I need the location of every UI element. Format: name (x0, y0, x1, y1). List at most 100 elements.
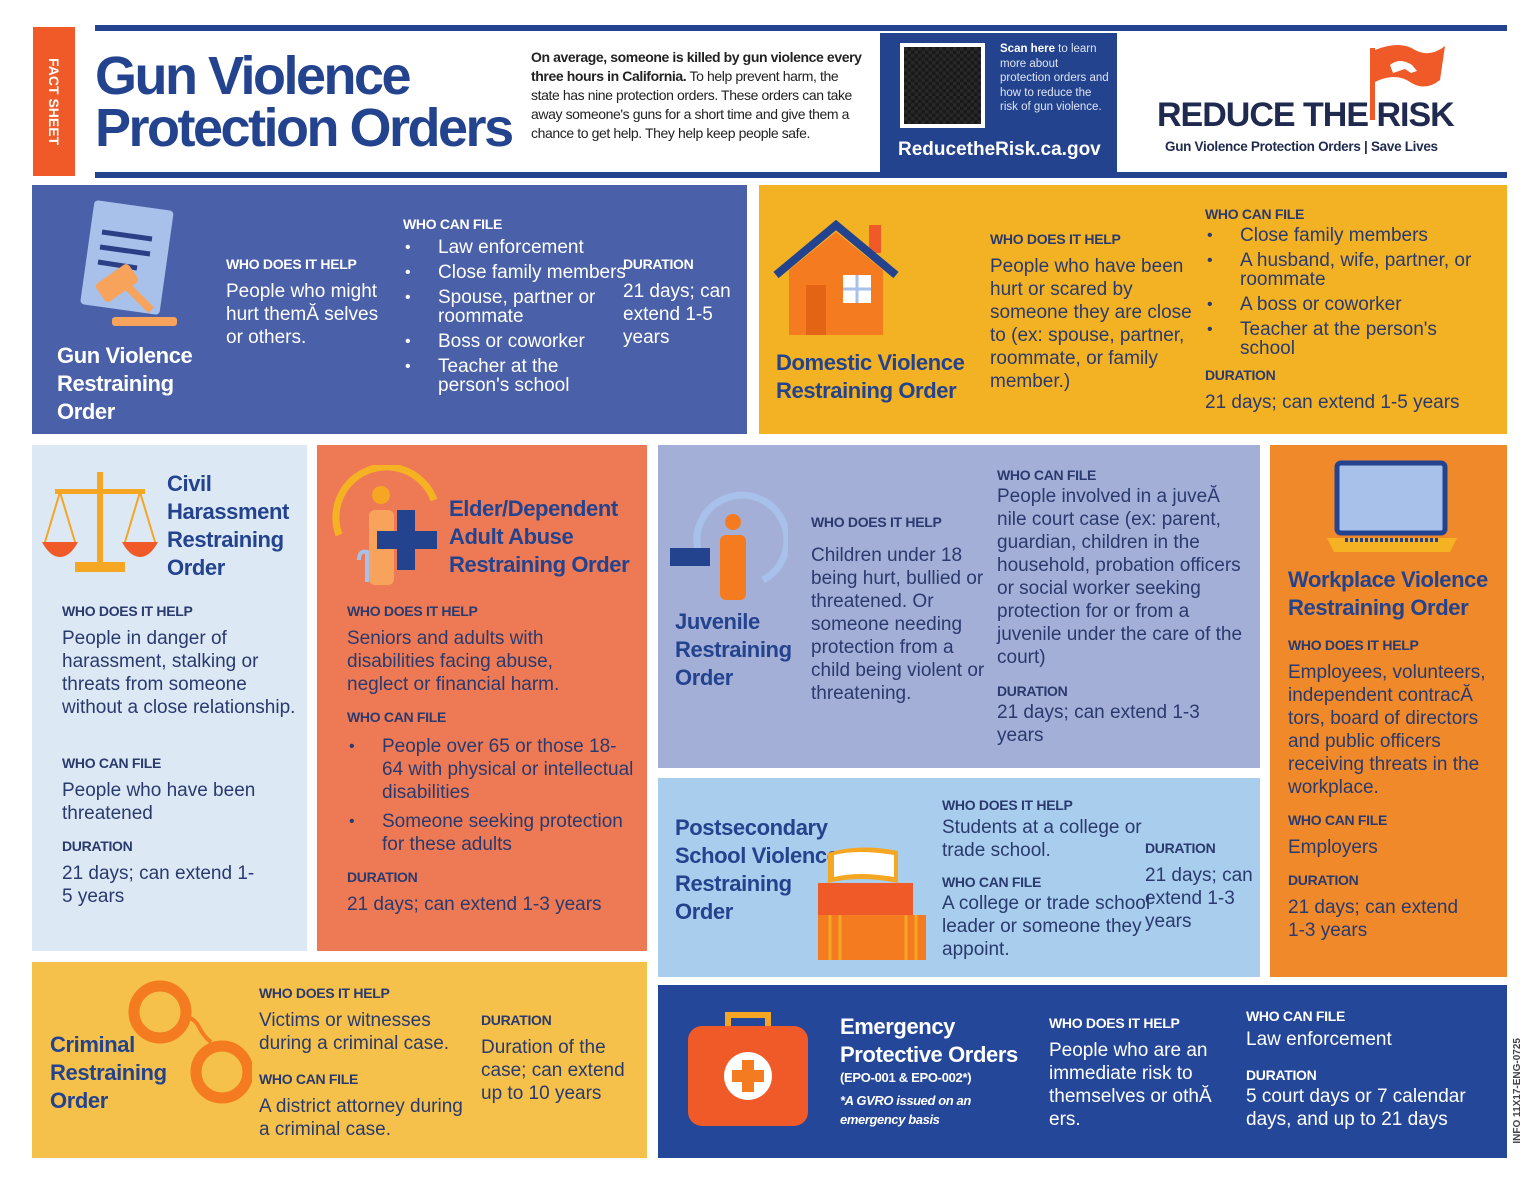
postsecondary-file-text: A college or trade school leader or some… (942, 893, 1151, 960)
postsecondary-help-heading: WHO DOES IT HELP (942, 797, 1073, 813)
epo-codes: (EPO-001 & EPO-002*) (840, 1070, 972, 1085)
handcuffs-icon (128, 980, 252, 1104)
workplace-duration-heading: DURATION (1288, 872, 1359, 888)
epo-duration-heading: DURATION (1246, 1067, 1317, 1083)
gvro-duration-heading: DURATION (623, 256, 694, 272)
civil-help-text: People in danger of harassment, stalking… (62, 628, 296, 718)
juvenile-duration-text: 21 days; can extend 1-3 years (997, 702, 1200, 746)
juvenile-icon (670, 491, 788, 600)
logo-subtitle: Gun Violence Protection Orders | Save Li… (1165, 139, 1438, 154)
elder-help-heading: WHO DOES IT HELP (347, 603, 478, 619)
list-item: Spouse, partner or roommate (403, 288, 628, 326)
logo-sub-1: Gun Violence Protection Orders (1165, 139, 1361, 154)
laptop-icon (1327, 460, 1457, 552)
criminal-duration-text: Duration of the case; can extend up to 1… (481, 1037, 625, 1104)
civil-help-heading: WHO DOES IT HELP (62, 603, 193, 619)
house-icon (773, 220, 899, 335)
intro-text: On average, someone is killed by gun vio… (531, 48, 866, 143)
list-item: Law enforcement (403, 238, 628, 257)
juvenile-help-heading: WHO DOES IT HELP (811, 514, 942, 530)
list-item: A husband, wife, partner, or roommate (1205, 251, 1495, 289)
gvro-duration-text: 21 days; can extend 1-5 years (623, 281, 731, 348)
postsecondary-title: Postsecondary School Violence Restrainin… (675, 815, 839, 924)
epo-panel: Emergency Protective Orders (EPO-001 & E… (658, 985, 1507, 1158)
logo-sub-2: Save Lives (1370, 139, 1438, 154)
postsecondary-help-text: Students at a college or trade school. (942, 817, 1142, 861)
epo-file-text: Law enforcement (1246, 1029, 1392, 1050)
workplace-help-heading: WHO DOES IT HELP (1288, 637, 1419, 653)
epo-help-heading: WHO DOES IT HELP (1049, 1015, 1180, 1031)
intro-bold: On average, someone is killed by gun vio… (531, 49, 862, 84)
scan-rest: to learn more about protection orders an… (1000, 43, 1109, 113)
list-item: Close family members (1205, 226, 1495, 245)
list-item: A boss or coworker (1205, 295, 1495, 314)
dvro-title: Domestic Violence Restraining Order (776, 350, 965, 403)
list-item: Boss or coworker (403, 332, 628, 351)
qr-panel: Scan here to learn more about protection… (880, 33, 1117, 175)
epo-duration-text: 5 court days or 7 calendar days, and up … (1246, 1086, 1466, 1130)
juvenile-help-text: Children under 18 being hurt, bullied or… (811, 545, 985, 704)
fact-sheet-tab: FACT SHEET (33, 27, 75, 176)
scan-text: Scan here to learn more about protection… (1000, 42, 1110, 115)
civil-file-heading: WHO CAN FILE (62, 755, 162, 771)
header-top-rule (95, 25, 1507, 31)
list-item: Teacher at the person's school (403, 357, 628, 395)
elder-help-text: Seniors and adults with disabilities fac… (347, 628, 560, 695)
workplace-file-heading: WHO CAN FILE (1288, 812, 1388, 828)
workplace-panel: Workplace Violence Restraining Order WHO… (1270, 445, 1507, 977)
qr-code-icon[interactable] (900, 43, 985, 128)
postsecondary-panel: Postsecondary School Violence Restrainin… (658, 778, 1260, 977)
juvenile-title: Juvenile Restraining Order (675, 609, 792, 690)
title-line-2: Protection Orders (95, 98, 514, 158)
list-item: Someone seeking protection for these adu… (347, 810, 637, 856)
elder-duration-heading: DURATION (347, 869, 418, 885)
civil-file-text: People who have been threatened (62, 780, 256, 824)
criminal-title: Criminal Restraining Order (50, 1032, 167, 1113)
dvro-file-list: Close family members A husband, wife, pa… (1205, 226, 1495, 364)
first-aid-kit-icon (688, 1012, 808, 1126)
list-item: People over 65 or those 18-64 with physi… (347, 735, 637, 804)
criminal-duration-heading: DURATION (481, 1012, 552, 1028)
website-link[interactable]: ReducetheRisk.ca.gov (898, 139, 1101, 160)
dvro-help-heading: WHO DOES IT HELP (990, 231, 1121, 247)
gvro-title: Gun Violence Restraining Order (57, 343, 193, 424)
flag-icon (1370, 45, 1445, 120)
dvro-file-heading: WHO CAN FILE (1205, 206, 1305, 222)
elder-panel: Elder/Dependent Adult Abuse Restraining … (317, 445, 647, 951)
scan-bold: Scan here (1000, 43, 1055, 55)
elder-file-heading: WHO CAN FILE (347, 709, 447, 725)
list-item: Teacher at the person's school (1205, 320, 1495, 358)
civil-title: Civil Harassment Restraining Order (167, 471, 289, 580)
dvro-duration-text: 21 days; can extend 1-5 years (1205, 392, 1460, 413)
juvenile-duration-heading: DURATION (997, 683, 1068, 699)
workplace-help-text: Employees, volunteers, independent contr… (1288, 662, 1486, 798)
workplace-file-text: Employers (1288, 837, 1378, 858)
books-icon (818, 847, 926, 960)
gvro-help-text: People who might hurt themĂ selves or ot… (226, 281, 379, 348)
epo-title: Emergency Protective Orders (840, 1014, 1018, 1067)
epo-help-text: People who are an immediate risk to them… (1049, 1040, 1212, 1130)
postsecondary-duration-heading: DURATION (1145, 840, 1216, 856)
juvenile-file-text: People involved in a juveĂ nile court ca… (997, 486, 1243, 668)
postsecondary-duration-text: 21 days; can extend 1-3 years (1145, 865, 1253, 932)
fact-sheet-label: FACT SHEET (46, 57, 62, 146)
footer-code: INFO 11X17-ENG-0725 (1512, 1038, 1523, 1144)
dvro-panel: Domestic Violence Restraining Order WHO … (759, 185, 1507, 434)
dvro-help-text: People who have been hurt or scared by s… (990, 256, 1192, 392)
criminal-help-text: Victims or witnesses during a criminal c… (259, 1010, 450, 1054)
workplace-title: Workplace Violence Restraining Order (1288, 567, 1488, 620)
civil-duration-heading: DURATION (62, 838, 133, 854)
elder-cross-icon (332, 465, 438, 585)
elder-duration-text: 21 days; can extend 1-3 years (347, 894, 602, 915)
logo-text: REDUCE THE RISK (1157, 96, 1455, 134)
scales-icon (42, 472, 158, 572)
dvro-duration-heading: DURATION (1205, 367, 1276, 383)
elder-title: Elder/Dependent Adult Abuse Restraining … (449, 496, 630, 577)
document-gavel-icon (80, 200, 177, 326)
list-item: Close family members (403, 263, 628, 282)
criminal-file-text: A district attorney during a criminal ca… (259, 1096, 463, 1140)
header-bottom-rule (95, 172, 1507, 178)
epo-file-heading: WHO CAN FILE (1246, 1008, 1346, 1024)
criminal-panel: Criminal Restraining Order WHO DOES IT H… (32, 962, 647, 1158)
civil-duration-text: 21 days; can extend 1-5 years (62, 863, 255, 907)
